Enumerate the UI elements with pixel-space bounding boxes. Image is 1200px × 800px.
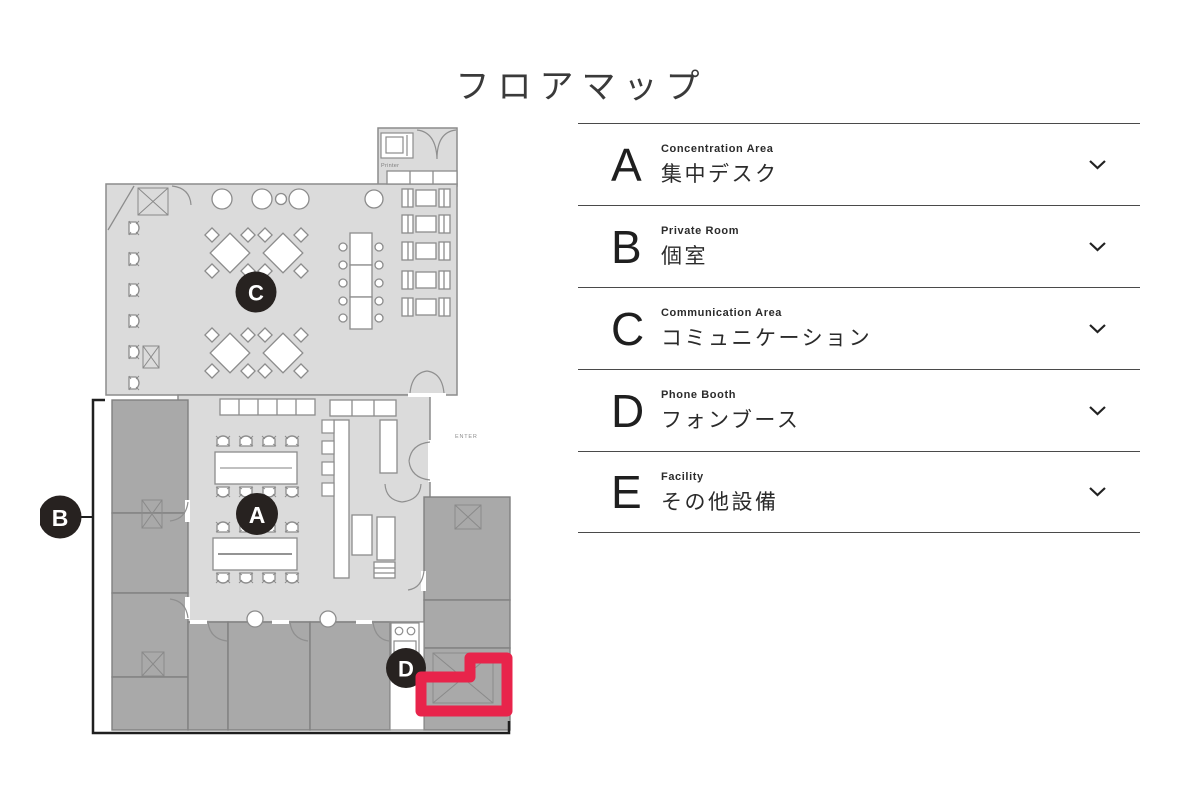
legend-en-label: Concentration Area — [661, 143, 774, 155]
round-stools — [211, 188, 384, 210]
legend-ja-label: 集中デスク — [661, 163, 779, 186]
legend-letter: D — [611, 384, 645, 437]
legend-item-d[interactable]: D Phone Booth フォンブース — [578, 369, 1140, 451]
printer-label: Printer — [381, 163, 399, 169]
wall-columns — [246, 610, 337, 628]
legend-letter: E — [611, 466, 642, 518]
svg-text:B: B — [52, 505, 69, 531]
legend-en-label: Facility — [661, 470, 704, 483]
private-rooms — [111, 399, 511, 731]
svg-text:C: C — [248, 281, 264, 306]
page-title: フロアマップ — [455, 67, 708, 106]
legend-item-e[interactable]: E Facility その他設備 — [578, 451, 1140, 533]
svg-text:A: A — [249, 502, 266, 528]
lockers — [219, 398, 316, 416]
legend-letter: B — [611, 220, 642, 273]
chevron-down-icon — [1089, 405, 1106, 416]
storage-cubes — [321, 419, 335, 497]
concentration-furniture — [212, 398, 420, 656]
legend-ja-label: フォンブース — [661, 409, 801, 432]
legend-item-c[interactable]: C Communication Area コミュニケーション — [578, 287, 1140, 369]
kitchenette-sink — [390, 622, 420, 656]
chevron-down-icon — [1089, 241, 1106, 252]
legend-item-b[interactable]: B Private Room 個室 — [578, 205, 1140, 287]
long-table — [338, 232, 384, 330]
marker-b: B — [40, 495, 82, 539]
counter-top — [386, 170, 458, 185]
sofa-set — [351, 514, 396, 579]
marker-c: C — [235, 271, 277, 313]
legend-ja-label: その他設備 — [661, 490, 779, 514]
legend-en-label: Phone Booth — [661, 389, 737, 401]
highlight-outline — [415, 652, 513, 717]
legend: A Concentration Area 集中デスク B Private Roo… — [578, 123, 1140, 533]
legend-en-label: Communication Area — [661, 307, 783, 319]
legend-letter: C — [611, 302, 645, 355]
legend-letter: A — [611, 138, 642, 191]
chevron-down-icon — [1089, 487, 1106, 497]
printer-icon — [380, 132, 414, 159]
communication-furniture: Printer — [128, 132, 458, 391]
marker-a: A — [236, 493, 278, 535]
floor-plan: Printer — [40, 110, 550, 770]
floor-plan-svg: Printer — [40, 127, 513, 735]
svg-text:D: D — [398, 657, 414, 682]
legend-ja-label: 個室 — [661, 245, 708, 268]
chevron-down-icon — [1089, 159, 1106, 170]
b-bracket — [81, 398, 511, 735]
doors — [169, 129, 457, 642]
service-counters — [329, 399, 398, 579]
enter-label: ENTER — [455, 434, 478, 440]
legend-en-label: Private Room — [661, 225, 740, 237]
legend-ja-label: コミュニケーション — [661, 327, 873, 350]
focus-tables — [212, 451, 298, 571]
legend-item-a[interactable]: A Concentration Area 集中デスク — [578, 123, 1140, 205]
chevron-down-icon — [1089, 323, 1106, 334]
